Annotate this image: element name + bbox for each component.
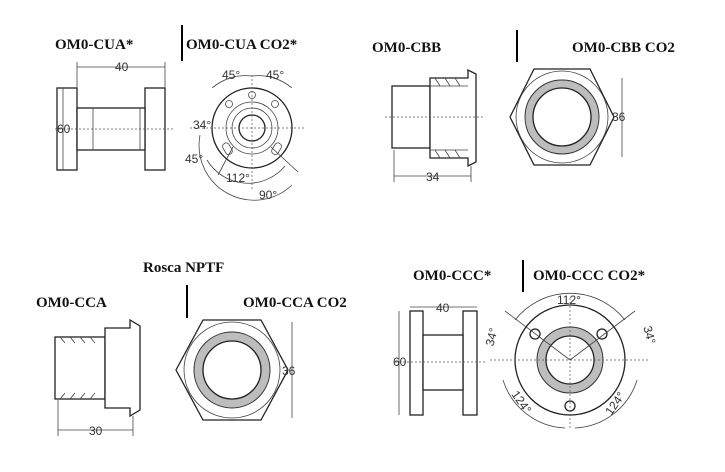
dim-cca-height: 36: [282, 364, 296, 378]
dim-ccc-angle-right: 34°: [640, 324, 658, 345]
dim-cua-angle-f: 90°: [259, 188, 277, 202]
dim-cua-width: 40: [115, 60, 129, 74]
dim-cua-angle-b: 45°: [266, 68, 284, 82]
title-om0-cbb-co2: OM0-CBB CO2: [572, 40, 675, 56]
cbb-side-view: 34: [385, 68, 485, 184]
dim-ccc-height: 60: [393, 355, 407, 369]
cua-side-view: 40 60: [55, 60, 175, 171]
dim-cua-angle-e: 112°: [226, 171, 250, 185]
cua-front-view: 45° 45° 34° 45° 112° 90°: [185, 68, 305, 202]
dim-cua-angle-c: 34°: [193, 118, 211, 132]
title-om0-cbb: OM0-CBB: [372, 40, 441, 56]
cbb-front-view: 36: [509, 68, 626, 166]
dim-ccc-angle-bottom-left: 124°: [509, 388, 535, 417]
dim-cbb-height: 36: [612, 110, 626, 124]
cca-front-view: 36: [175, 319, 296, 421]
dim-cua-angle-d: 45°: [185, 152, 203, 166]
cca-side-view: 30: [54, 318, 141, 438]
title-om0-ccc: OM0-CCC*: [413, 268, 491, 284]
title-om0-cca-co2: OM0-CCA CO2: [243, 295, 347, 311]
dim-cbb-width: 34: [426, 170, 440, 184]
dim-cua-angle-a: 45°: [222, 68, 240, 82]
dim-ccc-angle-top: 112°: [557, 293, 581, 307]
title-om0-ccc-co2: OM0-CCC CO2*: [533, 268, 645, 284]
dim-ccc-angle-left: 34°: [483, 326, 501, 347]
title-rosca-nptf: Rosca NPTF: [143, 260, 224, 276]
dim-cca-width: 30: [89, 424, 103, 438]
title-om0-cca: OM0-CCA: [36, 295, 107, 311]
title-om0-cua-co2: OM0-CUA CO2*: [186, 37, 297, 53]
dim-ccc-width: 40: [436, 301, 450, 315]
dim-cua-height: 60: [57, 122, 71, 136]
ccc-front-view: 112° 34° 34° 124° 124°: [483, 292, 659, 430]
ccc-side-view: 40 60: [393, 301, 485, 416]
title-om0-cua: OM0-CUA*: [55, 37, 133, 53]
